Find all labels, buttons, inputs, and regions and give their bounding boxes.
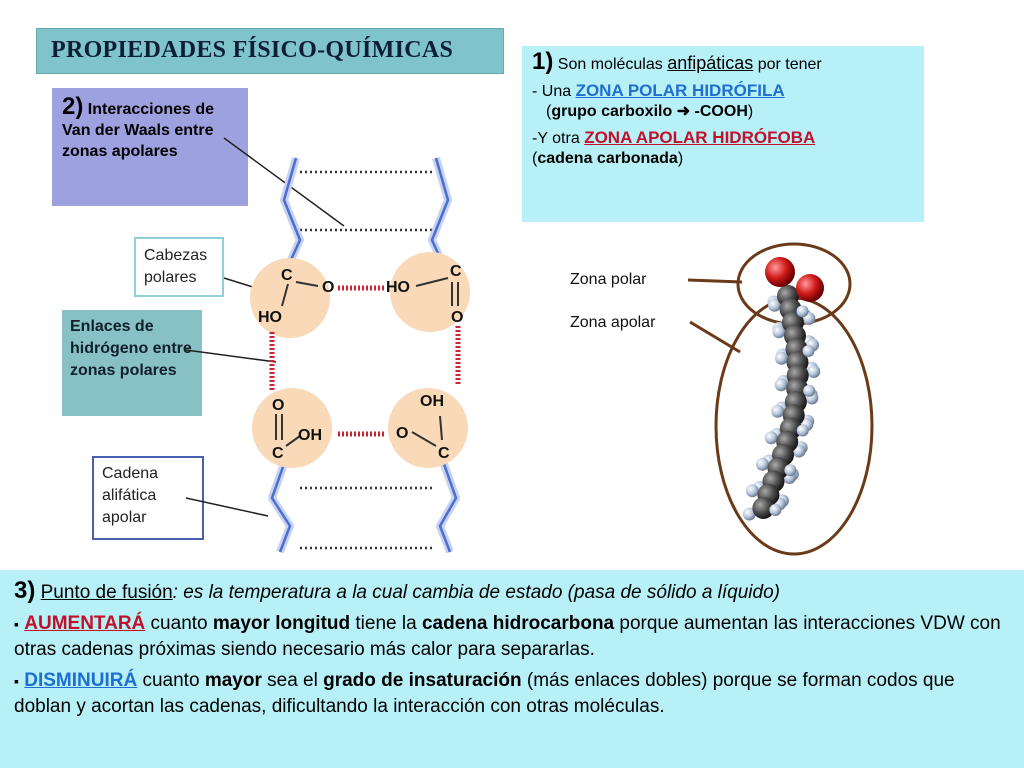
head-circle-top-left — [250, 258, 330, 338]
s3-b1-t4: cadena hidrocarbona — [421, 613, 615, 634]
s3-b2-t3: sea el — [261, 670, 324, 691]
s3-keyword-disminuira: DISMINUIRÁ — [24, 670, 138, 691]
atom-br-c: C — [438, 445, 450, 462]
s3-keyword-aumentara: AUMENTARÁ — [24, 613, 146, 634]
s1-apolar-line: -Y otra ZONA APOLAR HIDRÓFOBA — [532, 128, 914, 149]
s1-polar-detail-text: grupo carboxilo — [551, 103, 673, 120]
s1-intro-line: 1) Son moléculas anfipáticas por tener — [532, 50, 914, 75]
atom-br-o: O — [396, 425, 408, 442]
title-banner: PROPIEDADES FÍSICO-QUÍMICAS — [36, 28, 504, 74]
s3-b1-t2: mayor longitud — [212, 613, 351, 634]
s1-term: anfipáticas — [667, 53, 754, 73]
carbon-atom — [752, 497, 775, 519]
atom-tr-c: C — [450, 263, 462, 280]
hydrogen-atom — [769, 504, 782, 516]
s3-b2-t5: (más enlaces dobles) porque se forman co… — [14, 670, 955, 717]
oxygen-atom — [796, 274, 824, 302]
s1-polar-line: - Una ZONA POLAR HIDRÓFILA — [532, 81, 914, 102]
hydrogen-atom — [771, 404, 785, 418]
s1-paren-open: ( — [546, 103, 552, 120]
s3-b1-t5: porque aumentan las interacciones VDW co… — [14, 613, 1001, 660]
s2-text-rest: de Van der Waals entre zonas apolares — [62, 101, 215, 160]
square-bullet-icon: ▪ — [14, 673, 19, 689]
page-title: PROPIEDADES FÍSICO-QUÍMICAS — [51, 37, 454, 63]
s3-heading-line: 3) Punto de fusión: es la temperatura a … — [14, 578, 1010, 605]
atom-tl-o: O — [322, 279, 334, 296]
hydrogen-atom — [774, 378, 788, 392]
head-circle-top-right — [390, 252, 470, 332]
hydrogen-bonds — [269, 285, 461, 437]
oxygen-atom — [765, 257, 795, 287]
hydrogen-atom — [768, 298, 782, 312]
leader-enlaces — [185, 349, 277, 363]
s1-apolar-detail: (cadena carbonada) — [532, 150, 684, 167]
hydrogen-atom — [796, 305, 809, 318]
hydrogen-atom — [784, 464, 797, 477]
square-bullet-icon: ▪ — [14, 616, 19, 632]
leader-cadena — [185, 497, 269, 517]
label-enlaces-hidrogeno: Enlaces de hidrógeno entre zonas polares — [62, 310, 202, 416]
s1-polar-detail: (grupo carboxilo ➜ -COOH) — [532, 102, 914, 122]
s1-paren-close: ) — [747, 103, 754, 120]
s3-heading: Punto de fusión — [40, 582, 173, 603]
section-2-box: 2) Interacciones de Van der Waals entre … — [52, 88, 248, 206]
atom-tl-ho: HO — [258, 309, 282, 326]
s1-apolar-detail-text: cadena carbonada — [537, 150, 678, 167]
s1-line2-prefix: -Y otra — [532, 130, 580, 147]
hydrogen-atom — [755, 457, 769, 471]
s1-tail: por tener — [757, 56, 822, 73]
s3-b1-t1: cuanto — [145, 613, 213, 634]
s3-b2-t4: grado de insaturación — [323, 670, 522, 691]
atom-bl-oh: OH — [298, 427, 322, 444]
hydrogen-atom — [742, 507, 756, 521]
s3-b2-t2: mayor — [204, 670, 262, 691]
arrow-right-icon: ➜ — [676, 103, 691, 120]
atom-tr-ho: HO — [386, 279, 410, 296]
label-cadena-alifatica: Cadena alifática apolar — [92, 456, 204, 540]
s3-b2-t1: cuanto — [137, 670, 205, 691]
atom-tr-o: O — [451, 309, 463, 326]
head-circle-bottom-left — [252, 388, 332, 468]
hydrogen-atom — [774, 351, 788, 365]
hydrogen-atom — [796, 424, 809, 437]
vdw-dotted-lines — [300, 170, 432, 550]
head-bonds — [275, 277, 459, 447]
s1-number: 1) — [532, 48, 554, 75]
s1-line1-prefix: - Una — [532, 83, 572, 100]
chain-zigzags — [268, 156, 460, 554]
hydrogen-atom — [764, 431, 778, 445]
s1-apolar-zone: ZONA APOLAR HIDRÓFOBA — [584, 128, 816, 147]
s3-bullet-increase: ▪ AUMENTARÁ cuanto mayor longitud tiene … — [14, 611, 1010, 662]
s3-number: 3) — [14, 577, 36, 604]
pointer-zona-polar — [687, 278, 743, 284]
label-cabezas-polares: Cabezas polares — [134, 237, 224, 297]
hydrogen-atom — [772, 325, 786, 339]
atom-tl-c: C — [281, 267, 293, 284]
label-zona-polar: Zona polar — [570, 271, 647, 288]
s3-bullet-decrease: ▪ DISMINUIRÁ cuanto mayor sea el grado d… — [14, 668, 1010, 719]
section-1-box: 1) Son moléculas anfipáticas por tener -… — [522, 46, 924, 222]
hydrogen-atom — [803, 384, 816, 397]
leader-cabezas — [223, 277, 257, 289]
s1-polar-zone: ZONA POLAR HIDRÓFILA — [575, 81, 785, 100]
atom-bl-o: O — [272, 397, 284, 414]
atom-br-oh: OH — [420, 393, 444, 410]
s2-number: 2) — [62, 93, 84, 120]
s3-definition: : es la temperatura a la cual cambia de … — [172, 582, 780, 603]
s2-text-first: Interacciones — [87, 101, 191, 118]
molecule-atoms — [742, 257, 824, 521]
hydrogen-atom — [807, 365, 821, 378]
atom-bl-c: C — [272, 445, 284, 462]
s1-polar-group: -COOH — [694, 103, 748, 120]
head-circle-bottom-right — [388, 388, 468, 468]
s3-b1-t3: tiene la — [350, 613, 422, 634]
leader-vdw — [223, 137, 345, 227]
label-zona-apolar: Zona apolar — [570, 314, 656, 331]
section-3-box: 3) Punto de fusión: es la temperatura a … — [0, 570, 1024, 768]
hydrogen-atom — [802, 345, 815, 357]
s1-intro: Son moléculas — [557, 56, 663, 73]
hydrogen-atom — [745, 484, 759, 498]
